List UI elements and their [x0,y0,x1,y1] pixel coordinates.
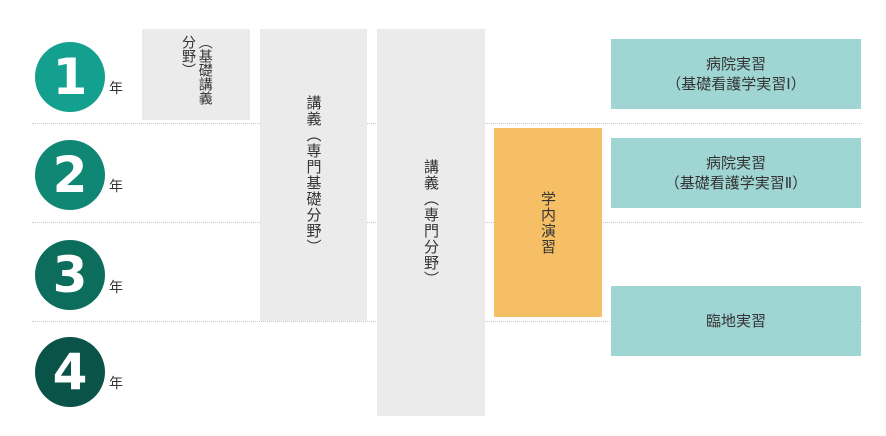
year-1-suffix: 年 [109,81,123,97]
year-4-circle: 4 [35,337,105,407]
lecture-specialized-basic-label: 講義（専門基礎分野） [304,95,323,255]
year-3-circle: 3 [35,240,105,310]
clinical-practicum-block: 臨地実習 [611,286,861,356]
year-3-suffix: 年 [109,280,123,296]
year-3-number: 3 [52,246,88,304]
year-1-number: 1 [52,48,88,106]
clinical-practicum-title: 臨地実習 [705,312,766,330]
lecture-specialized-basic-block: 講義（専門基礎分野） [260,29,367,321]
year-2-number: 2 [52,146,88,204]
lecture-specialized-block: 講義（専門分野） [377,29,485,416]
year-4-number: 4 [52,343,88,401]
campus-exercise-block: 学内演習 [494,128,602,317]
year-2-suffix: 年 [109,179,123,195]
year-1-circle: 1 [35,42,105,112]
lecture-basic-label: （基礎講義分野） [180,34,213,105]
lecture-basic-block: （基礎講義分野） [142,29,250,120]
year-2-circle: 2 [35,140,105,210]
hospital-practicum-1-title: 病院実習 [705,55,766,73]
hospital-practicum-2-title: 病院実習 [705,154,766,172]
hospital-practicum-1-subtitle: （基礎看護学実習Ⅰ） [666,75,806,93]
lecture-specialized-label: 講義（専門分野） [422,158,440,287]
campus-exercise-label: 学内演習 [539,190,557,255]
year-4-suffix: 年 [109,376,123,392]
hospital-practicum-2-block: 病院実習 （基礎看護学実習Ⅱ） [611,138,861,208]
hospital-practicum-1-block: 病院実習 （基礎看護学実習Ⅰ） [611,39,861,109]
hospital-practicum-2-subtitle: （基礎看護学実習Ⅱ） [664,174,808,192]
